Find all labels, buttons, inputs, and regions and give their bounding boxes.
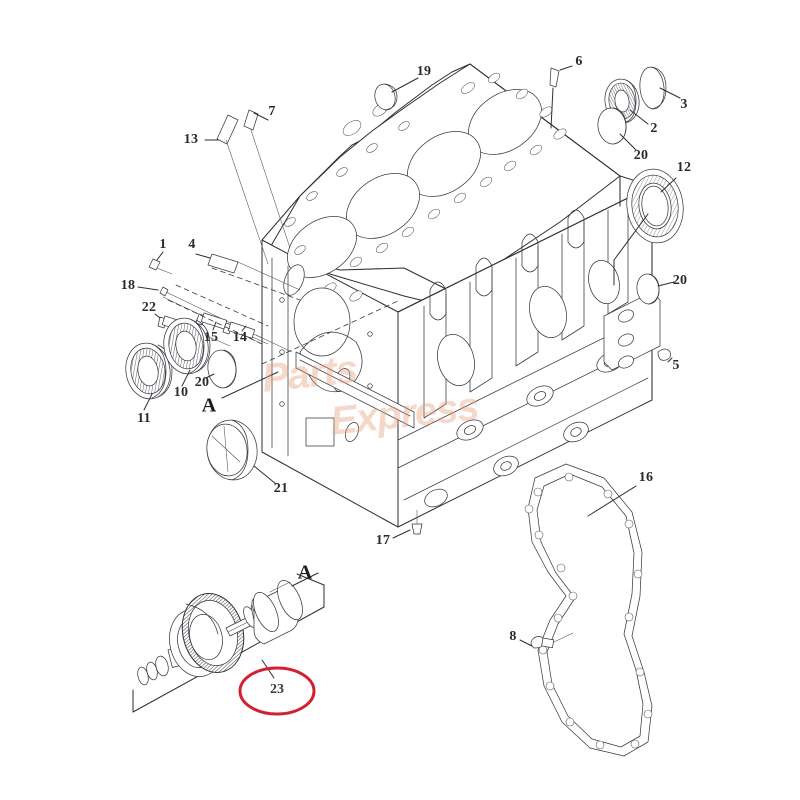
callout-number-21: 21 bbox=[273, 481, 289, 496]
callout-number-5: 5 bbox=[672, 358, 680, 373]
callout-number-22: 22 bbox=[141, 300, 157, 315]
callout-number-12: 12 bbox=[676, 160, 692, 175]
callout-number-17: 17 bbox=[375, 533, 391, 548]
callout-number-4: 4 bbox=[188, 237, 196, 252]
highlight-ellipse-23 bbox=[238, 666, 316, 716]
callout-number-19: 19 bbox=[416, 64, 432, 79]
section-a-leader-main bbox=[221, 299, 401, 399]
highlighted-callout-23: 23 bbox=[270, 682, 284, 697]
part-12-oil-seal bbox=[613, 168, 684, 286]
part-14-bolt bbox=[222, 321, 293, 353]
part-20-plug-left bbox=[205, 349, 237, 389]
callout-number-1: 1 bbox=[159, 237, 167, 252]
part-19-cup-plug bbox=[374, 77, 419, 111]
callout-number-20: 20 bbox=[672, 273, 688, 288]
callout-number-3: 3 bbox=[680, 97, 688, 112]
callout-number-20: 20 bbox=[633, 148, 649, 163]
callout-number-13: 13 bbox=[183, 132, 199, 147]
callout-number-10: 10 bbox=[173, 385, 189, 400]
callout-number-11: 11 bbox=[137, 411, 151, 426]
part-10-main-bearing bbox=[163, 317, 211, 387]
part-6-bolt bbox=[549, 65, 573, 129]
part-15-bolt bbox=[195, 312, 269, 345]
part-3-cover-disc bbox=[639, 66, 681, 110]
callout-number-20: 20 bbox=[194, 375, 210, 390]
part-20-plug-right bbox=[636, 273, 675, 305]
part-11-main-bearing bbox=[125, 342, 173, 411]
part-13-dowel-pin bbox=[204, 114, 269, 265]
callout-number-2: 2 bbox=[650, 121, 658, 136]
cylinder-block-body bbox=[261, 63, 661, 528]
detail-a-assembly-23 bbox=[132, 572, 325, 713]
callout-number-15: 15 bbox=[203, 330, 219, 345]
construction-lines bbox=[167, 267, 301, 345]
callout-number-8: 8 bbox=[509, 629, 517, 644]
part-8-bolt bbox=[519, 632, 574, 649]
part-16-timing-gasket bbox=[524, 463, 653, 757]
callout-number-16: 16 bbox=[638, 470, 654, 485]
part-1-small-pin bbox=[148, 251, 173, 275]
part-21-cup-cover bbox=[206, 419, 277, 485]
part-5-fitting bbox=[657, 348, 673, 363]
part-20-plug-upper bbox=[597, 107, 637, 151]
callout-number-18: 18 bbox=[120, 278, 136, 293]
section-letter-a-lower: A bbox=[201, 394, 217, 417]
callout-number-6: 6 bbox=[575, 54, 583, 69]
part-4-roll-pin bbox=[195, 253, 301, 291]
part-17-drain-plug bbox=[392, 509, 423, 539]
callout-number-7: 7 bbox=[268, 104, 276, 119]
section-letter-a-detail: A bbox=[297, 561, 313, 584]
part-7-stud bbox=[243, 109, 291, 249]
callout-number-14: 14 bbox=[232, 330, 248, 345]
